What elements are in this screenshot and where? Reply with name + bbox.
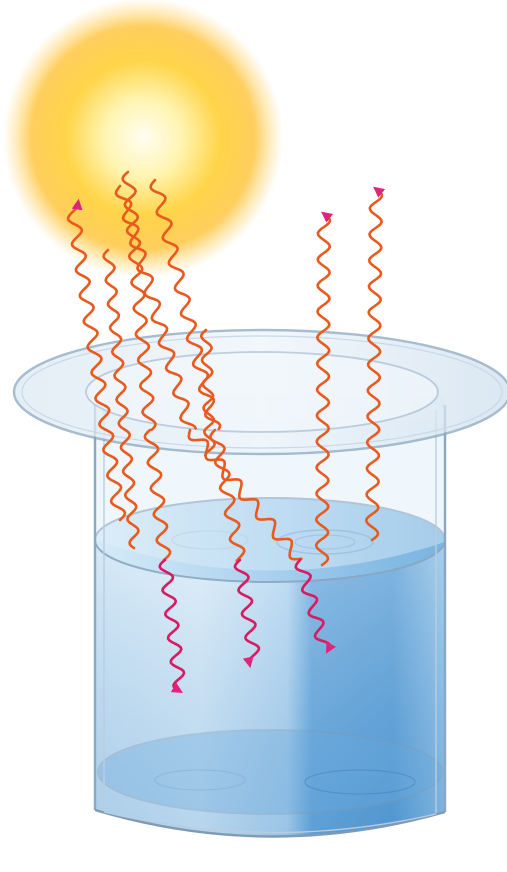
- sun-glow: [3, 0, 283, 278]
- glass-beaker: [14, 330, 507, 837]
